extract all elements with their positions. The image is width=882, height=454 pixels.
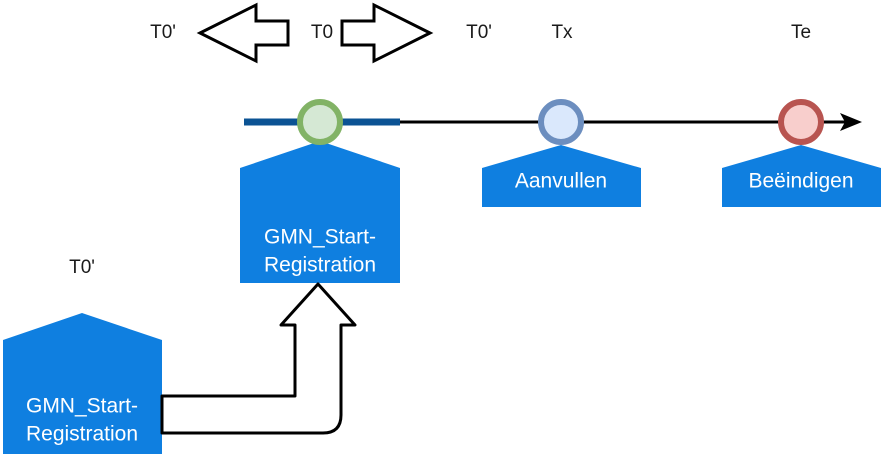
tick-label-te: Te [791, 22, 811, 43]
tick-label-t0: T0 [311, 22, 333, 43]
process-label-gmn-start-registration-current-line2: Registration [264, 254, 376, 277]
revision-block-arrow-icon [160, 282, 357, 435]
event-node-supplement[interactable] [538, 99, 584, 145]
shift-later-arrow-icon [340, 2, 434, 64]
tick-label-t0-prime-left: T0' [150, 22, 176, 43]
event-node-start[interactable] [297, 99, 343, 145]
process-shape-gmn-start-registration-revised[interactable] [3, 313, 162, 454]
tick-label-t0-prime-revision: T0' [69, 257, 95, 278]
process-label-gmn-start-registration-current-line1: GMN_Start- [264, 226, 376, 249]
tick-label-t0-prime-right: T0' [466, 22, 492, 43]
process-label-beeindigen: Beëindigen [748, 170, 853, 193]
shift-earlier-arrow-icon [196, 2, 290, 64]
process-label-gmn-start-registration-revised-line1: GMN_Start- [26, 395, 138, 418]
tick-label-tx: Tx [551, 22, 573, 43]
process-shape-beeindigen[interactable] [722, 145, 881, 207]
process-shape-aanvullen[interactable] [482, 145, 641, 207]
event-node-end[interactable] [778, 99, 824, 145]
process-label-gmn-start-registration-revised-line2: Registration [26, 423, 138, 446]
process-label-aanvullen: Aanvullen [515, 170, 607, 193]
timeline-axis-arrowhead-icon [840, 113, 862, 131]
process-shape-gmn-start-registration-current[interactable] [240, 141, 400, 283]
